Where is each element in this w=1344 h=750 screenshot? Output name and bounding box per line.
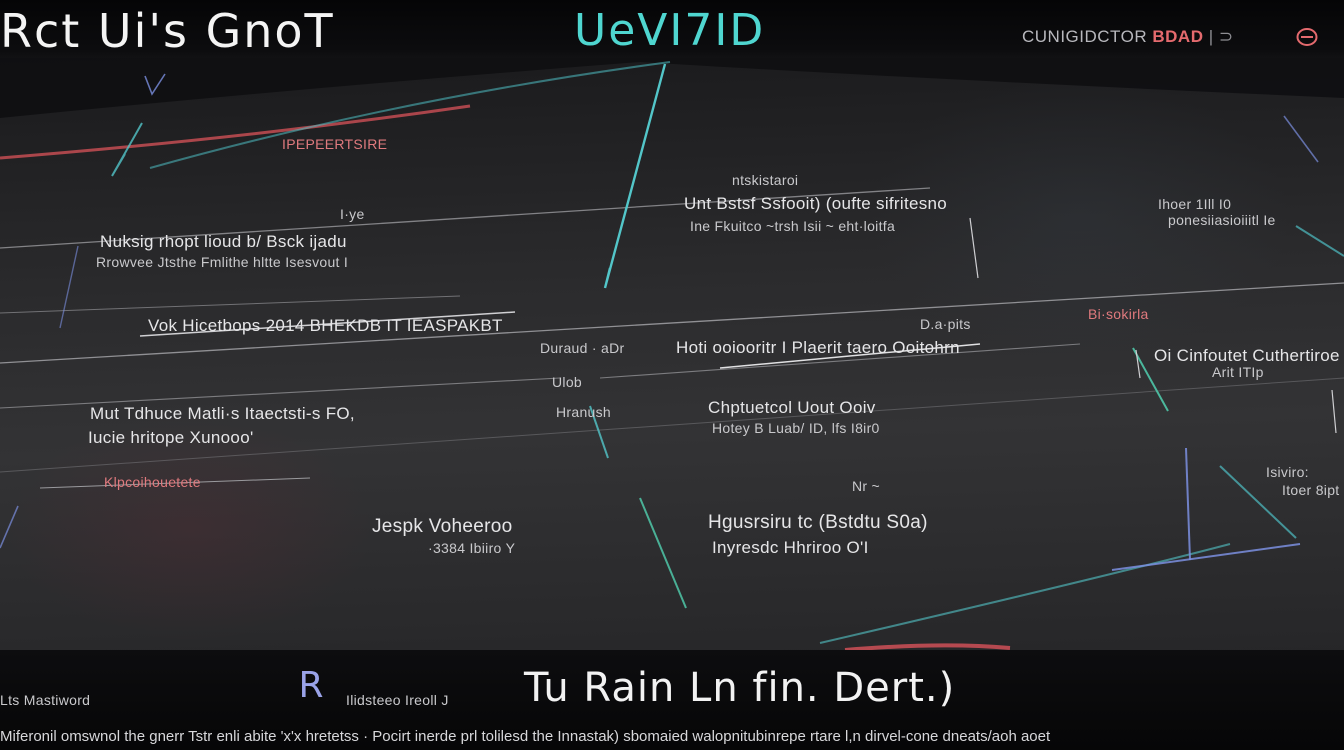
brand-part-1: CUNIGIDCTOR	[1022, 27, 1148, 46]
bottom-node-a-line-2: ·3384 Ibiiro Y	[428, 540, 516, 556]
tag-right-small: D.a·pits	[920, 316, 971, 332]
blue-line-5	[59, 245, 79, 329]
mid-label-f1[interactable]: Chptuetcol Uout Ooiv	[708, 398, 876, 417]
mid-label-e: Hranush	[556, 404, 612, 420]
node-a-line-2: Rrowvee Jtsthe Fmlithe hltte Isesvout I	[96, 254, 349, 270]
title-bar: Rct Ui's GnoT UeVI7ID CUNIGIDCTOR BDAD |…	[0, 0, 1344, 62]
blue-line-3	[1283, 115, 1319, 163]
mid-label-c2: Arit ITIp	[1212, 364, 1264, 380]
red-streak	[0, 104, 471, 160]
bottom-node-b-line-2: Inyresdc Hhriroo O'I	[712, 538, 869, 557]
overhead-shadow	[0, 58, 1344, 118]
node-b-line-2: Ine Fkuitco ~trsh Isii ~ eht·loitfa	[690, 218, 896, 234]
tiny-label-e: Nr ~	[852, 478, 881, 494]
blue-line-1	[1185, 447, 1191, 561]
blue-line-2	[1111, 543, 1301, 571]
badge-subtext: Ilidsteeo Ireoll J	[346, 692, 449, 708]
guide-line-3	[0, 377, 561, 409]
teal-stroke-bottom	[819, 543, 1231, 644]
mid-label-c[interactable]: Oi Cinfoutet Cuthertiroe	[1154, 346, 1340, 365]
node-b-line-1[interactable]: Unt Bstsf Ssfooit) (oufte sifritesno	[684, 194, 948, 213]
blue-line-4	[0, 505, 19, 549]
tick-line-1	[969, 217, 979, 279]
teal-check-2	[111, 122, 143, 177]
guide-line-7	[39, 477, 311, 489]
teal-check-1	[603, 63, 667, 289]
guide-line-8	[719, 343, 981, 369]
left-block-line-2: Iucie hritope Xunooo'	[88, 428, 254, 447]
right-small-2: Itoer 8ipt	[1282, 482, 1340, 498]
header-tag-red: IPEPEERTSIRE	[282, 136, 388, 152]
row-main-label[interactable]: Vok Hicetbops 2014 BHEKDB IT IEASPAKBT	[148, 316, 503, 335]
red-small-left: Klpcoihouetete	[104, 474, 201, 490]
brand-part-2: BDAD	[1152, 27, 1204, 46]
guide-line-9	[0, 295, 461, 314]
guide-line-1	[0, 187, 931, 249]
teal-check-3	[589, 405, 609, 459]
teal-streak-top	[149, 61, 671, 169]
guide-line-2	[0, 282, 1344, 364]
tiny-label-d: Ulob	[552, 374, 582, 390]
left-block-line-1[interactable]: Mut Tdhuce Matli·s Itaectsti-s FO,	[90, 404, 355, 423]
caption-text: Miferonil omswnol the gnerr Tstr enli ab…	[0, 728, 1051, 745]
node-a-title: I·ye	[340, 206, 365, 222]
r-badge-icon[interactable]: R	[298, 665, 324, 706]
mid-label-a: Duraud · aDr	[540, 340, 625, 356]
teal-check-4	[639, 497, 687, 609]
node-b-title: ntskistaroi	[732, 172, 799, 188]
bottom-node-a-line-1[interactable]: Jespk Voheeroo	[372, 516, 513, 537]
bottom-node-b-line-1[interactable]: Hgusrsiru tc (Bstdtu S0a)	[708, 512, 928, 533]
node-c-line-1[interactable]: Ihoer 1Ill I0	[1158, 196, 1232, 212]
connection-lines	[0, 58, 1344, 652]
teal-check-6	[1219, 465, 1297, 539]
tag-far-right: Bi·sokirla	[1088, 306, 1149, 322]
board-canvas: IPEPEERTSIRE I·ye Nuksig rhopt lioud b/ …	[0, 58, 1344, 658]
right-small-1: Isiviro:	[1266, 464, 1309, 480]
teal-check-7	[1295, 225, 1344, 257]
mid-label-b[interactable]: Hoti ooiooritr I Plaerit taero Ooitohrn	[676, 338, 960, 357]
guide-line-5	[139, 311, 516, 337]
brand-label: CUNIGIDCTOR BDAD | ⊃	[1022, 27, 1234, 47]
tick-line-3	[1331, 389, 1337, 434]
red-highlight-bottom	[844, 643, 1011, 652]
teal-check-5	[1132, 347, 1169, 412]
bottom-bar: Lts Mastiword R Ilidsteeo Ireoll J Tu Ra…	[0, 650, 1344, 750]
circle-icon[interactable]	[1296, 27, 1318, 47]
blue-check-top	[144, 73, 166, 96]
node-a-line-1[interactable]: Nuksig rhopt lioud b/ Bsck ijadu	[100, 232, 347, 251]
headline: Tu Rain Ln fin. Dert.)	[524, 665, 956, 711]
app-title-accent: UeVI7ID	[574, 5, 766, 56]
guide-line-4	[599, 343, 1081, 379]
tick-line-2	[1135, 349, 1141, 379]
bottom-left-label: Lts Mastiword	[0, 692, 91, 708]
app-title: Rct Ui's GnoT	[0, 4, 335, 58]
mid-label-f2: Hotey B Luab/ ID, lfs I8ir0	[712, 420, 880, 436]
brand-part-3: | ⊃	[1208, 27, 1234, 46]
guide-line-6	[0, 377, 1344, 473]
node-c-line-2: ponesiiasioiiitl Ie	[1168, 212, 1276, 228]
